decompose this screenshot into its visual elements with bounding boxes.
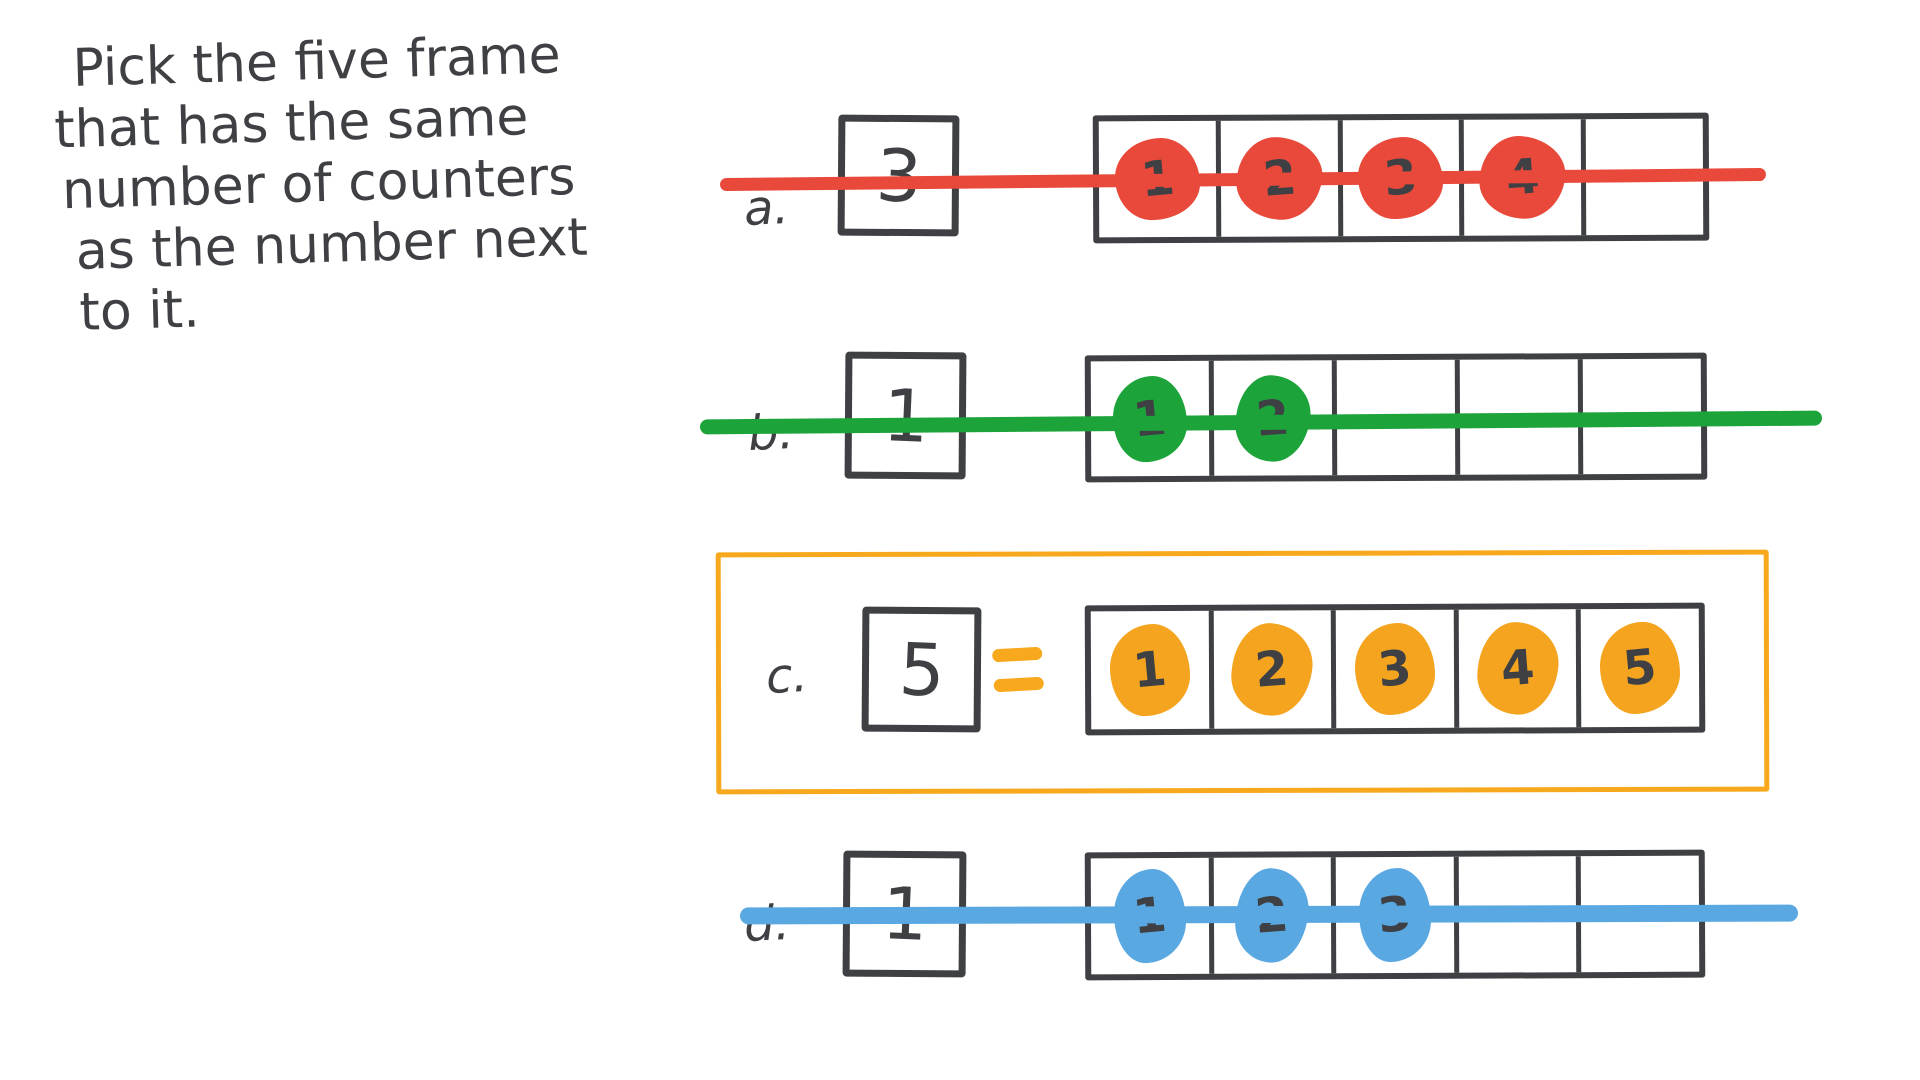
counter-orange: 5 [1599, 621, 1681, 715]
option-label: c. [764, 646, 810, 706]
equals-sign [991, 646, 1045, 693]
frame-cell: 2 [1208, 610, 1332, 729]
counter-label: 4 [1498, 639, 1537, 698]
strike-line-blue [739, 904, 1799, 925]
frame-cell: 4 [1453, 609, 1577, 728]
equals-bar [991, 646, 1043, 663]
frame-cell: 1 [1091, 611, 1209, 730]
counter-label: 5 [1620, 638, 1660, 698]
five-frame: 1 2 3 4 5 [1084, 602, 1706, 736]
number-box-value: 5 [896, 626, 947, 713]
counter-orange: 1 [1109, 623, 1190, 717]
counter-label: 1 [1130, 640, 1169, 700]
frame-cell: 5 [1576, 608, 1700, 728]
counter-orange: 2 [1227, 619, 1317, 720]
frame-cell: 3 [1330, 609, 1455, 729]
equals-bar [993, 676, 1045, 693]
number-box-value: 1 [880, 372, 931, 459]
counter-orange: 3 [1354, 622, 1436, 716]
counter-label: 2 [1253, 640, 1292, 699]
counter-orange: 4 [1473, 618, 1562, 719]
number-box: 1 [844, 351, 967, 480]
number-box: 5 [861, 606, 982, 733]
counter-label: 3 [1375, 639, 1415, 699]
